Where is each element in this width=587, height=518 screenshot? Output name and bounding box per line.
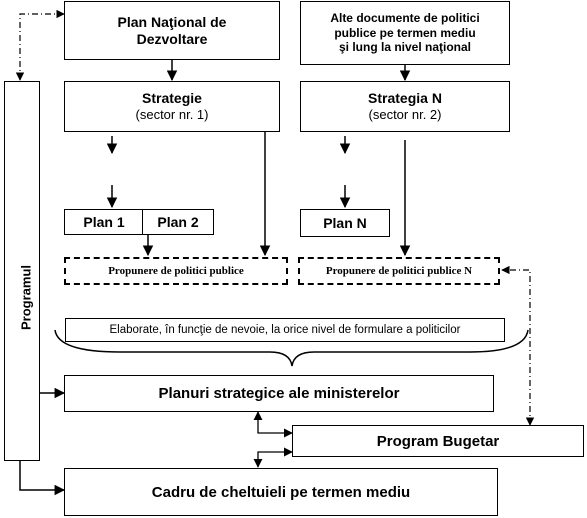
program-bugetar-label: Program Bugetar [376,432,500,450]
link-programul-pnd [15,9,65,81]
arrow-programul-cadru [19,460,66,496]
plan2-label: Plan 2 [157,214,199,230]
elaborate-box: Elaborate, în funcţie de nevoie, la oric… [65,318,505,342]
link-program-propunerean [501,265,535,426]
strategia-n-title: Strategia N [368,90,442,107]
propunere-n-label: Propunere de politici publice N [325,265,473,277]
plan2-box: Plan 2 [142,209,214,235]
propunere-box: Propunere de politici publice [64,257,288,285]
program-bugetar-box: Program Bugetar [292,425,584,457]
pnd-line1: Plan Naţional de [117,13,227,30]
alte-line1: Alte documente de politici [330,11,480,26]
strategia-n-box: Strategia N (sector nr. 2) [300,81,510,132]
planuri-label: Planuri strategice ale ministerelor [158,385,400,402]
alte-documente-box: Alte documente de politici publice pe te… [300,1,510,65]
pnd-line2: Dezvoltare [136,30,208,47]
programul-label: Programul [18,265,34,331]
propunere-n-box: Propunere de politici publice N [298,257,500,285]
plan1-box: Plan 1 [64,209,144,235]
elaborate-label: Elaborate, în funcţie de nevoie, la oric… [109,324,461,336]
pnd-box: Plan Naţional de Dezvoltare [64,1,280,60]
plann-label: Plan N [323,215,367,231]
cadru-box: Cadru de cheltuieli pe termen mediu [64,468,498,516]
programul-box [4,81,40,461]
alte-line3: şi lung la nivel naţional [338,40,472,55]
alte-line2: publice pe termen mediu [334,25,476,40]
plann-box: Plan N [300,209,390,237]
planuri-box: Planuri strategice ale ministerelor [64,375,494,412]
arrow-program-cadru [253,447,293,468]
strategie-title: Strategie [142,90,202,107]
cadru-label: Cadru de cheltuieli pe termen mediu [151,483,411,501]
strategie-box: Strategie (sector nr. 1) [64,81,280,132]
plan1-label: Plan 1 [83,214,125,230]
arrow-planuri-program [253,411,293,438]
brace [54,329,529,367]
strategie-sub: (sector nr. 1) [135,107,209,123]
strategia-n-sub: (sector nr. 2) [368,107,442,123]
propunere-label: Propunere de politici publice [108,265,244,277]
